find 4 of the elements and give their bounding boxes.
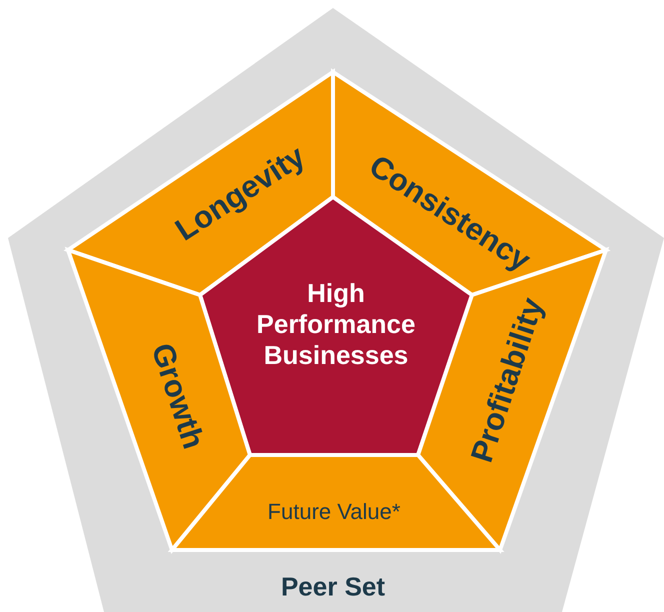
- group-title: Peer Set: [280, 571, 386, 603]
- segment-label: Growth: [144, 338, 212, 454]
- segment-label: Future Value*: [268, 498, 400, 526]
- segment-label: High Performance Businesses: [256, 278, 416, 372]
